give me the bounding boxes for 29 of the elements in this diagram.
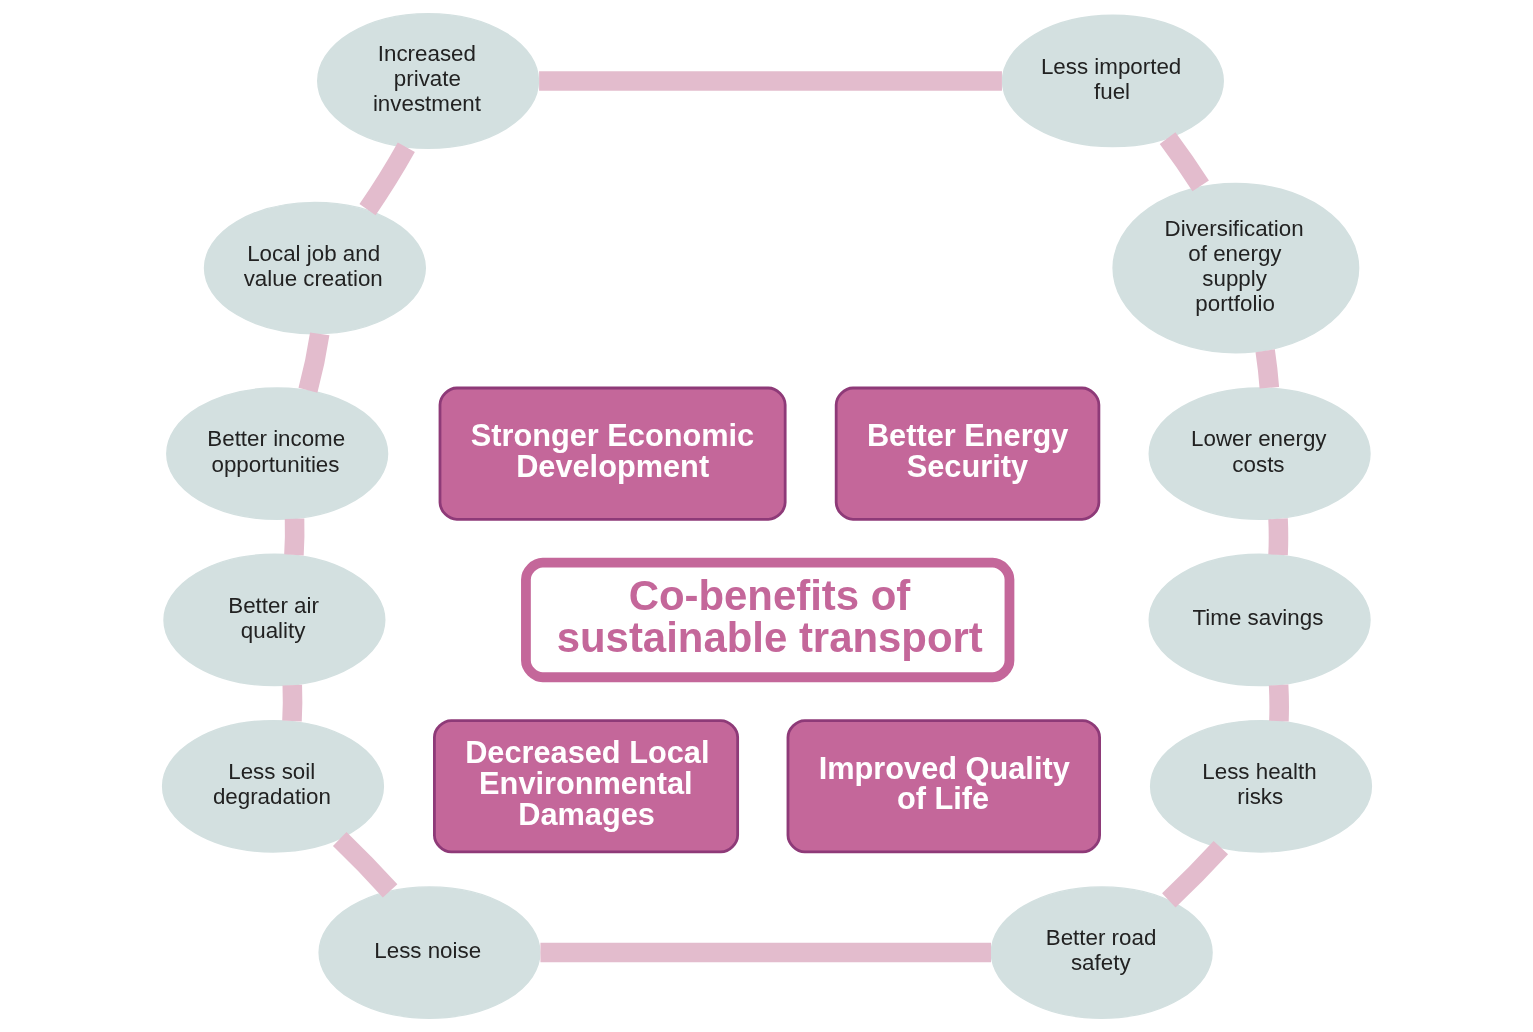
connector (283, 518, 304, 556)
connector (1159, 132, 1209, 192)
connector (1267, 518, 1288, 556)
node-ellipse: Local job and value creation (203, 201, 426, 335)
node-ellipse: Better air quality (162, 553, 385, 687)
node-box: Decreased Local Environmental Damages (432, 719, 739, 854)
node-ellipse: Lower energy costs (1148, 387, 1371, 521)
connector (1255, 349, 1279, 389)
node-ellipse: Less health risks (1149, 719, 1372, 853)
node-ellipse: Less soil degradation (161, 719, 384, 853)
node-ellipse: Less imported fuel (1001, 14, 1224, 148)
connector (1161, 840, 1228, 908)
connector (1268, 684, 1289, 722)
node-box: Co-benefits of sustainable transport (520, 557, 1014, 683)
connector (332, 831, 397, 898)
connector (358, 142, 415, 216)
node-box: Better Energy Security (834, 386, 1100, 521)
node-ellipse: Increased private investment (316, 12, 539, 149)
connector (539, 942, 991, 963)
node-ellipse: Diversification of energy supply portfolio (1111, 182, 1359, 354)
node-ellipse: Less noise (317, 886, 541, 1019)
node-ellipse: Time savings (1148, 553, 1371, 687)
node-box: Stronger Economic Development (438, 386, 787, 521)
node-ellipse: Better road safety (990, 886, 1213, 1019)
node-box: Improved Quality of Life (786, 719, 1101, 854)
connector (538, 71, 1002, 91)
node-ellipse: Better income opportunities (165, 387, 388, 521)
connector (298, 332, 329, 393)
connector (281, 684, 302, 722)
